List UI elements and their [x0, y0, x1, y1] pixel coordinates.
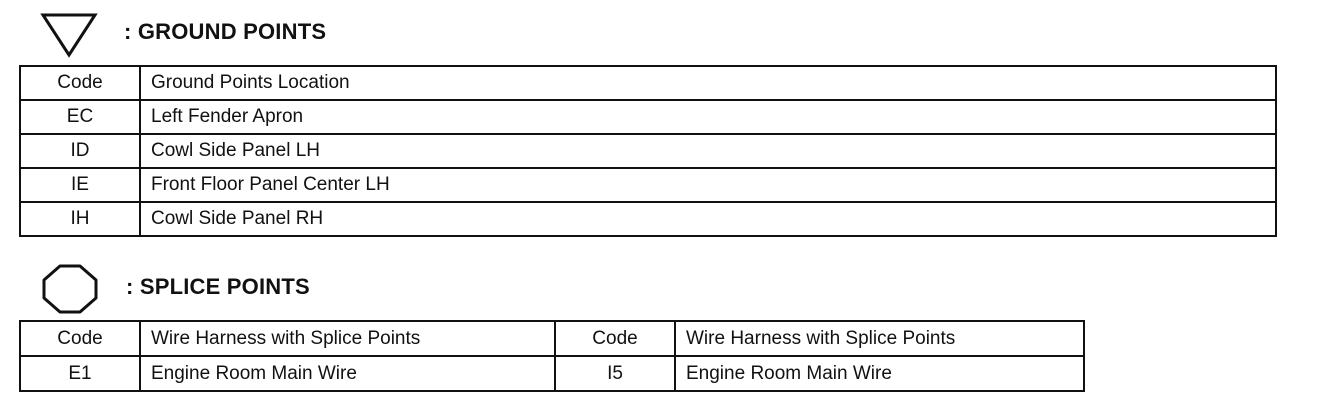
ground-code-cell: IH: [19, 201, 141, 237]
ground-location-cell: Cowl Side Panel RH: [139, 201, 1277, 237]
ground-location-cell: Cowl Side Panel LH: [139, 133, 1277, 169]
ground-points-heading-wrap: : GROUND POINTS: [124, 18, 326, 46]
ground-location-cell: Front Floor Panel Center LH: [139, 167, 1277, 203]
splice-harness-cell: Engine Room Main Wire: [674, 355, 1085, 392]
table-row: ID Cowl Side Panel LH: [19, 133, 1277, 169]
splice-code-cell: I5: [554, 355, 676, 392]
location-column-header: Ground Points Location: [139, 65, 1277, 101]
code-column-header: Code: [19, 320, 141, 357]
ground-code-cell: EC: [19, 99, 141, 135]
splice-points-heading: : SPLICE POINTS: [126, 274, 310, 299]
ground-code-cell: ID: [19, 133, 141, 169]
table-row: EC Left Fender Apron: [19, 99, 1277, 135]
code-column-header: Code: [554, 320, 676, 357]
code-column-header: Code: [19, 65, 141, 101]
splice-points-table: Code Wire Harness with Splice Points Cod…: [19, 320, 1085, 392]
table-row: E1 Engine Room Main Wire I5 Engine Room …: [19, 355, 1085, 392]
ground-code-cell: IE: [19, 167, 141, 203]
splice-code-cell: E1: [19, 355, 141, 392]
harness-column-header: Wire Harness with Splice Points: [674, 320, 1085, 357]
splice-harness-cell: Engine Room Main Wire: [139, 355, 556, 392]
harness-column-header: Wire Harness with Splice Points: [139, 320, 556, 357]
ground-points-table: Code Ground Points Location EC Left Fend…: [19, 65, 1277, 237]
table-row: IE Front Floor Panel Center LH: [19, 167, 1277, 203]
splice-points-heading-wrap: : SPLICE POINTS: [126, 273, 310, 301]
ground-points-heading: : GROUND POINTS: [124, 19, 327, 44]
table-header-row: Code Wire Harness with Splice Points Cod…: [19, 320, 1085, 357]
table-header-row: Code Ground Points Location: [19, 65, 1277, 101]
triangle-down-icon: [40, 13, 98, 58]
octagon-icon: [42, 264, 98, 314]
table-row: IH Cowl Side Panel RH: [19, 201, 1277, 237]
ground-location-cell: Left Fender Apron: [139, 99, 1277, 135]
